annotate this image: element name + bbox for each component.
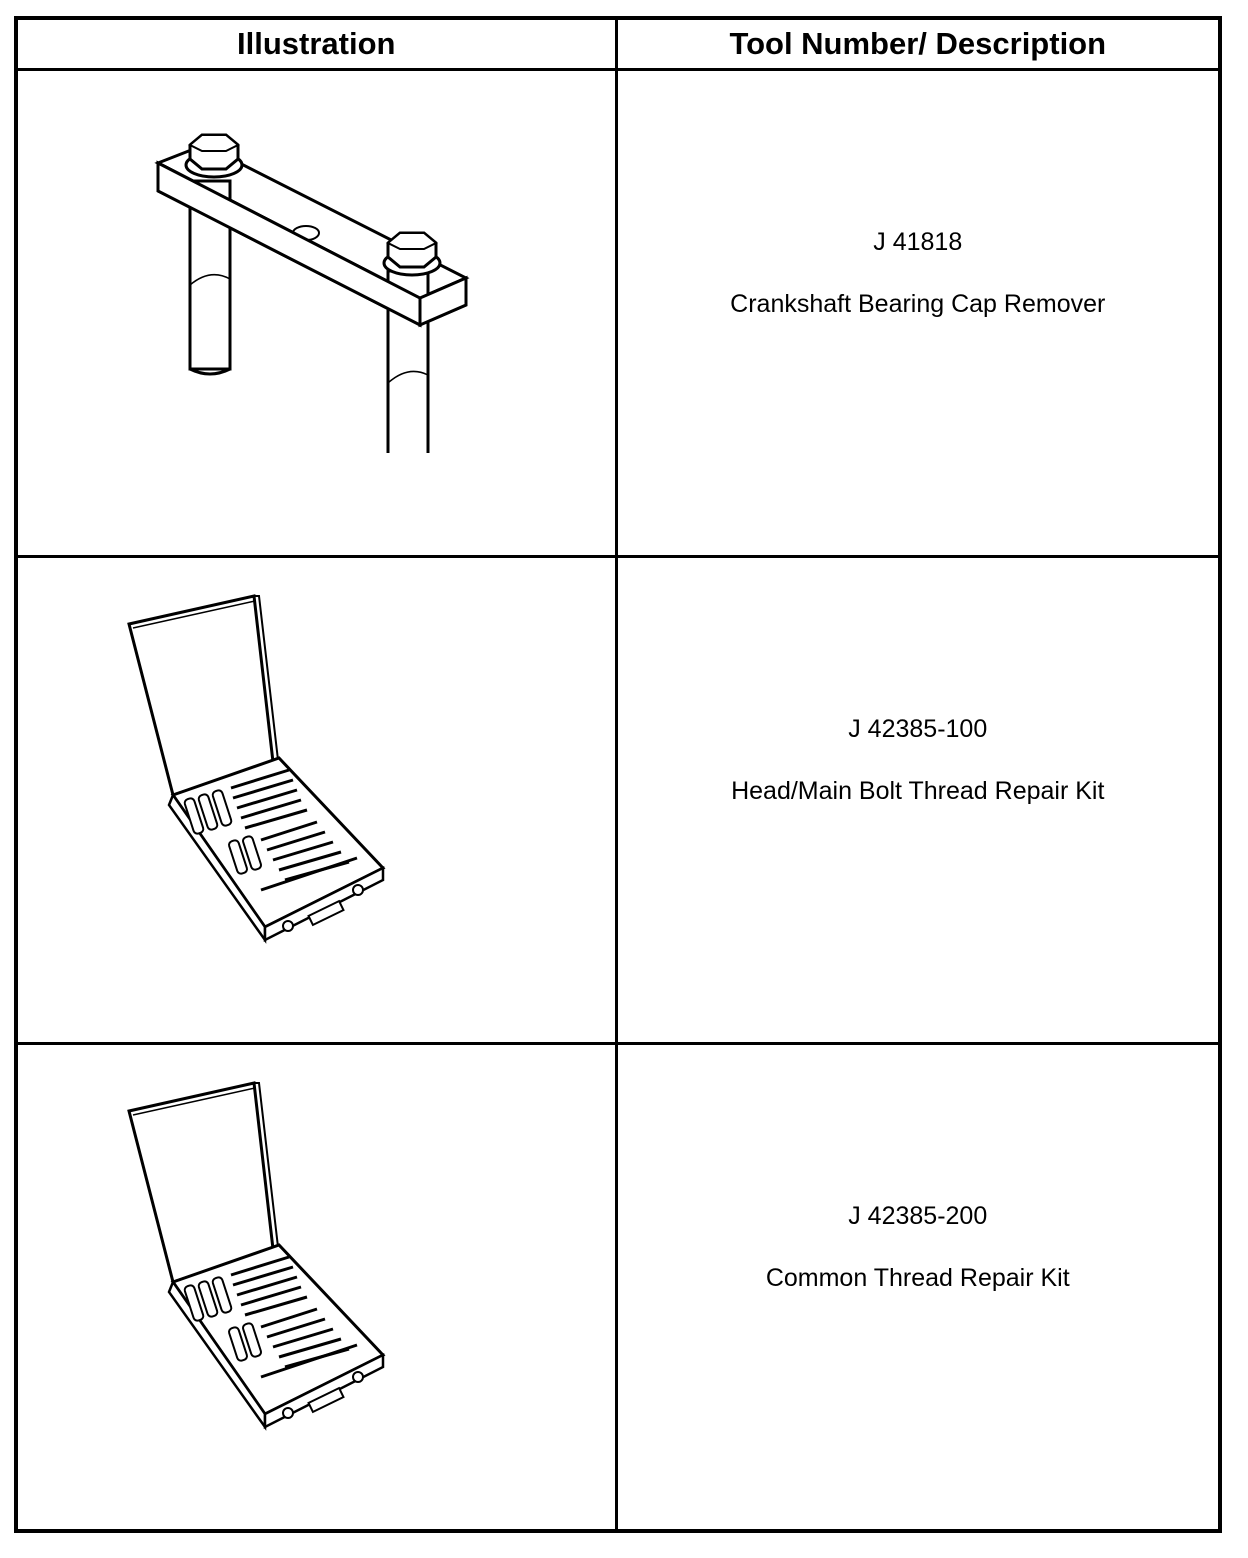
table-row: J 41818 Crankshaft Bearing Cap Remover [14, 68, 1222, 558]
header-illustration: Illustration [14, 16, 618, 71]
tool-description: Common Thread Repair Kit [765, 1263, 1070, 1292]
thread-repair-kit-icon [127, 594, 385, 942]
tool-description-cell: J 42385-200 Common Thread Repair Kit [614, 1042, 1222, 1533]
illustration-cell [14, 555, 618, 1045]
tool-description-cell: J 42385-100 Head/Main Bolt Thread Repair… [614, 555, 1222, 1045]
tool-number: J 42385-100 [848, 714, 988, 743]
header-tool-description: Tool Number/ Description [614, 16, 1222, 71]
tool-description-cell: J 41818 Crankshaft Bearing Cap Remover [614, 68, 1222, 558]
tool-description: Crankshaft Bearing Cap Remover [730, 289, 1106, 318]
tool-number: J 42385-200 [848, 1201, 988, 1230]
tool-description: Head/Main Bolt Thread Repair Kit [731, 776, 1105, 805]
header-row: Illustration Tool Number/ Description [14, 16, 1222, 71]
thread-repair-kit-icon [127, 1081, 385, 1429]
illustration-cell [14, 1042, 618, 1533]
tool-number: J 41818 [873, 227, 963, 256]
table-row: J 42385-200 Common Thread Repair Kit [14, 1042, 1222, 1533]
table-row: J 42385-100 Head/Main Bolt Thread Repair… [14, 555, 1222, 1045]
bearing-cap-remover-icon [154, 133, 470, 453]
illustration-cell [14, 68, 618, 558]
tools-table: Illustration Tool Number/ Description [14, 16, 1222, 1533]
